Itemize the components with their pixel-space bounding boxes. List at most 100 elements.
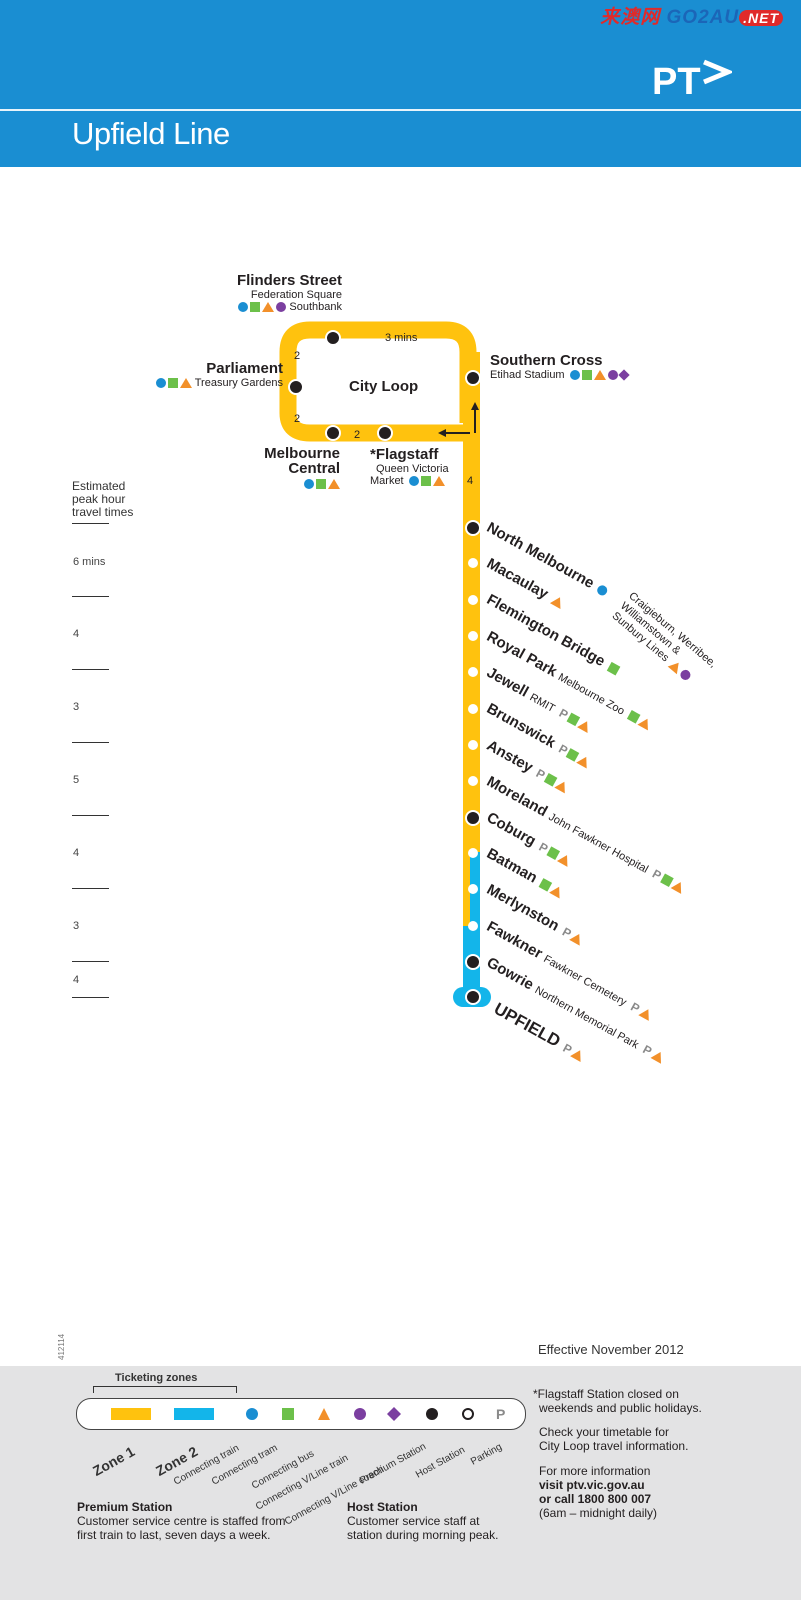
station-dot-royal-park <box>468 631 478 641</box>
travel-time-value: 5 <box>73 774 80 786</box>
travel-time-value: 4 <box>73 628 80 640</box>
host-station-icon <box>462 1408 474 1420</box>
connecting-bus-icon <box>432 476 445 487</box>
host-station-text: Customer service staff at station during… <box>347 1514 499 1542</box>
connecting-bus-icon <box>179 378 192 389</box>
station-name: Central <box>288 460 340 477</box>
travel-time-divider <box>72 742 109 743</box>
connecting-tram-icon <box>420 476 431 487</box>
city-loop-label: City Loop <box>349 378 419 395</box>
connecting-train-icon <box>304 479 314 490</box>
zone1-swatch <box>111 1408 151 1420</box>
effective-date: Effective November 2012 <box>538 1342 684 1357</box>
station-melbourne-central: Melbourne Central <box>240 446 340 490</box>
connecting-train-icon <box>569 370 580 381</box>
premium-station-text: Customer service centre is staffed from … <box>77 1514 286 1542</box>
line-track-zone1 <box>463 352 480 930</box>
travel-time-value: 4 <box>73 974 80 986</box>
header-divider <box>0 109 801 111</box>
travel-time-value: 6 mins <box>73 556 106 568</box>
station-dot-flagstaff <box>377 425 393 441</box>
ticketing-zones-bracket <box>93 1386 237 1393</box>
ptv-logo: PT <box>652 59 732 100</box>
connecting-bus-icon <box>318 1408 330 1420</box>
host-station-heading: Host Station <box>347 1500 418 1514</box>
station-services <box>240 478 340 490</box>
connecting-tram-icon <box>282 1408 294 1420</box>
station-flinders-street: Flinders Street Federation Square Southb… <box>222 272 342 313</box>
parking-icon: P <box>496 1406 505 1422</box>
city-loop-track <box>279 321 477 442</box>
station-name: Melbourne <box>264 445 340 462</box>
travel-time-divider <box>72 523 109 524</box>
station-dot-fawkner <box>468 921 478 931</box>
print-code: 412114 <box>57 1333 66 1360</box>
station-services: Market <box>370 475 449 487</box>
connecting-train-icon <box>246 1408 258 1420</box>
station-dot-jewell <box>468 667 478 677</box>
svg-text:PT: PT <box>652 61 701 100</box>
connecting-bus-icon <box>328 479 340 490</box>
travel-time-value: 3 <box>73 920 80 932</box>
station-dot-anstey <box>468 740 478 750</box>
vline-train-icon <box>607 370 618 381</box>
station-services: Southbank <box>222 301 342 313</box>
travel-times-title: Estimated peak hour travel times <box>72 479 134 519</box>
station-name: Parliament <box>206 360 283 377</box>
travel-time-divider <box>72 669 109 670</box>
travel-time-divider <box>72 596 109 597</box>
connecting-tram-icon <box>250 302 261 313</box>
connecting-tram-icon <box>167 378 178 389</box>
vline-coach-icon <box>618 369 630 381</box>
station-dot-southern-cross <box>465 370 481 386</box>
station-dot-north-melbourne <box>465 520 481 536</box>
loop-segment-time: 2 <box>354 429 360 441</box>
loop-segment-time: 2 <box>294 413 300 425</box>
station-dot-parliament <box>288 379 304 395</box>
station-dot-moreland <box>468 776 478 786</box>
station-dot-flemington-bridge <box>468 595 478 605</box>
loop-segment-time: 2 <box>294 350 300 362</box>
station-dot-macaulay <box>468 558 478 568</box>
station-landmark: Treasury Gardens <box>194 377 283 389</box>
station-landmark: Etihad Stadium <box>490 369 565 381</box>
station-landmark: Southbank <box>289 301 342 313</box>
station-dot-brunswick <box>468 704 478 714</box>
station-services: Treasury Gardens <box>143 377 283 389</box>
station-dot-upfield <box>465 989 481 1005</box>
vline-train-icon <box>276 302 287 313</box>
connecting-bus-icon <box>593 370 606 381</box>
vline-coach-icon <box>387 1407 401 1421</box>
station-dot-flinders <box>325 330 341 346</box>
travel-time-value: 4 <box>73 847 80 859</box>
station-dot-batman <box>468 848 478 858</box>
station-southern-cross: Southern Cross Etihad Stadium <box>490 352 630 381</box>
station-landmark: Market <box>370 475 404 487</box>
premium-station-heading: Premium Station <box>77 1500 173 1514</box>
premium-station-icon <box>426 1408 438 1420</box>
loop-segment-time: 4 <box>467 475 473 487</box>
legend-key <box>76 1398 526 1430</box>
line-map: 3 mins 2 2 2 4 <box>279 321 491 1007</box>
flagstaff-closure-note: *Flagstaff Station closed on weekends an… <box>533 1387 702 1415</box>
page-title: Upfield Line <box>72 116 230 151</box>
station-parliament: Parliament Treasury Gardens <box>143 360 283 389</box>
station-dot-gowrie <box>465 954 481 970</box>
contact-info: For more information visit ptv.vic.gov.a… <box>539 1464 658 1520</box>
loop-time-label: 3 mins <box>385 332 418 344</box>
travel-time-divider <box>72 815 109 816</box>
station-dot-coburg <box>465 810 481 826</box>
station-landmark: Queen Victoria <box>376 463 449 475</box>
connecting-tram-icon <box>581 370 592 381</box>
station-name: Southern Cross <box>490 352 603 369</box>
connecting-train-icon <box>408 476 419 487</box>
travel-time-divider <box>72 961 109 962</box>
station-landmark: Federation Square <box>250 289 342 301</box>
ticketing-zones-label: Ticketing zones <box>115 1372 198 1384</box>
vline-train-icon <box>354 1408 366 1420</box>
header-bar <box>0 0 801 167</box>
station-name: Flinders Street <box>236 272 342 289</box>
connecting-train-icon <box>155 378 166 389</box>
travel-time-divider <box>72 997 109 998</box>
connecting-tram-icon <box>316 479 326 490</box>
